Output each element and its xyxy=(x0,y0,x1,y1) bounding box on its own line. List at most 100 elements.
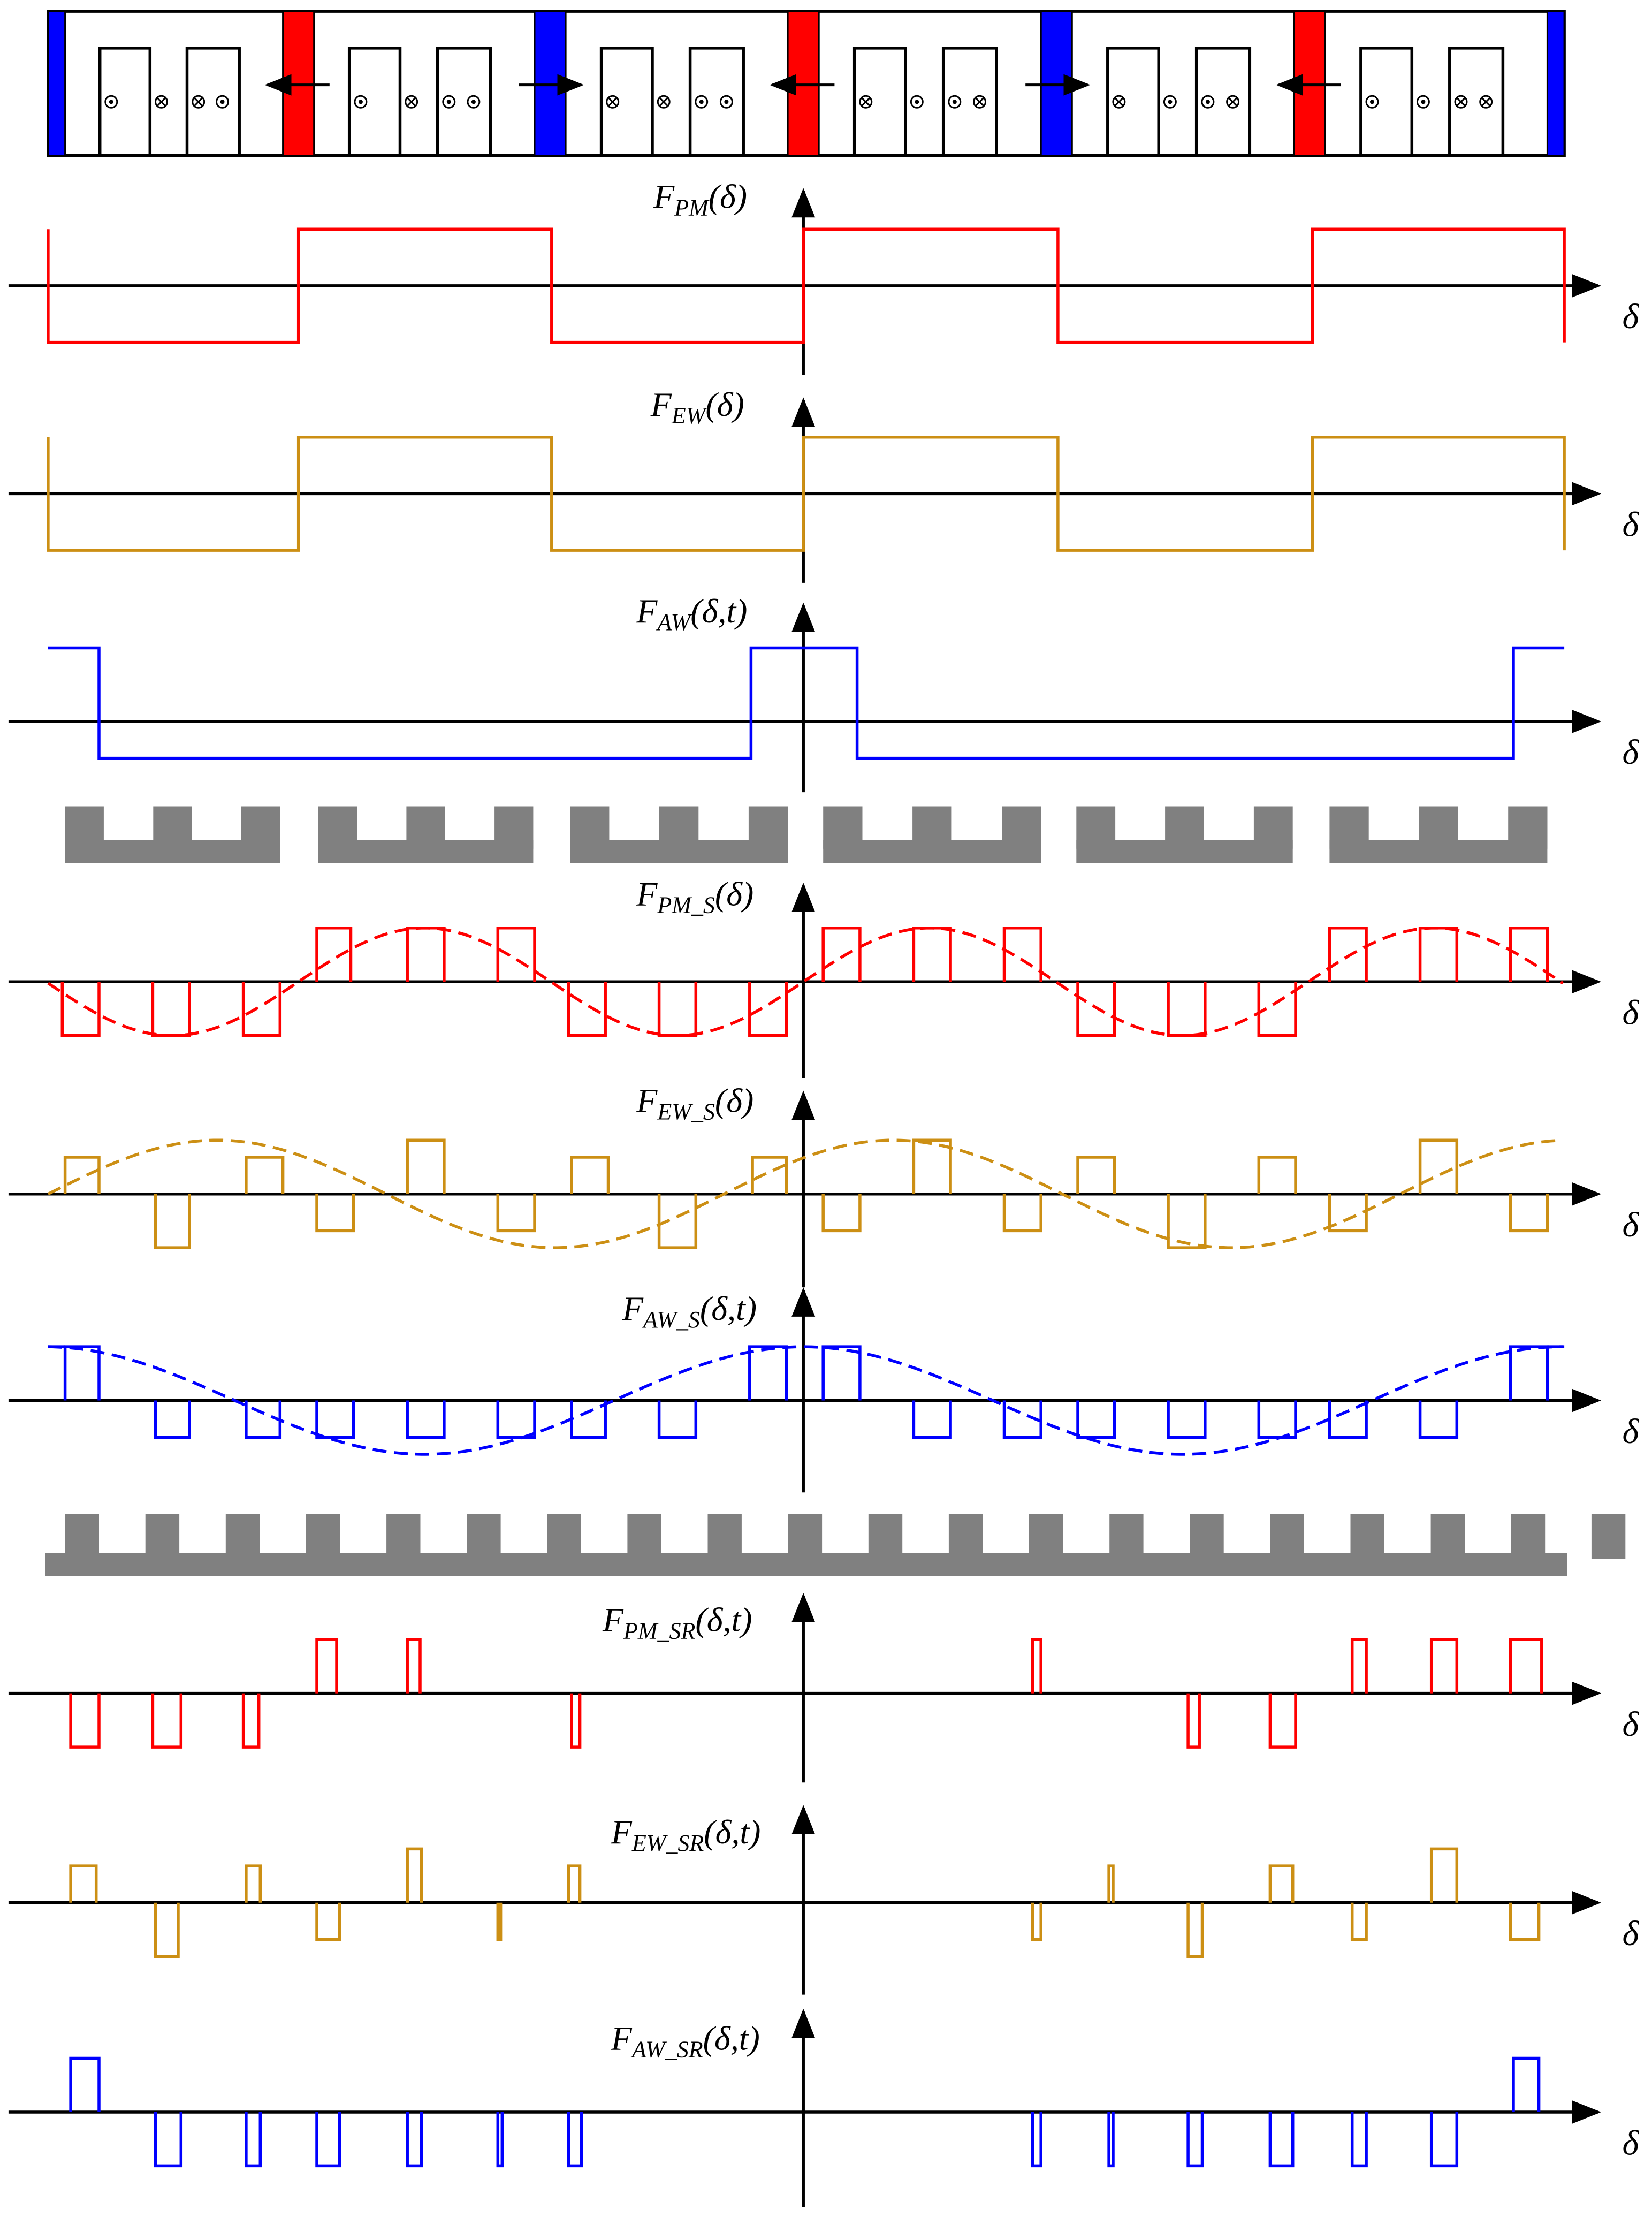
permeance-modulated-pulse xyxy=(63,1156,101,1194)
rotor-tooth xyxy=(707,1514,742,1559)
armature-pulse xyxy=(315,1400,355,1439)
armature-pulse xyxy=(1418,1400,1459,1439)
armature-pulse xyxy=(1167,1400,1207,1439)
stator-slot-outline xyxy=(566,47,788,157)
delta-axis-label: δ xyxy=(1623,1705,1640,1744)
permeance-modulated-pulse xyxy=(1167,982,1207,1037)
stator-tooth xyxy=(912,806,952,849)
armature-pulse xyxy=(1257,1400,1297,1439)
rotor-modulated-pulse xyxy=(1512,2056,1541,2112)
stator-tooth xyxy=(1165,806,1204,849)
stator-tooth xyxy=(1419,806,1458,849)
coil-cross-line xyxy=(193,96,204,108)
permanent-magnet xyxy=(282,10,315,157)
permeance-modulated-pulse xyxy=(315,927,353,982)
permanent-magnet xyxy=(47,10,66,157)
armature-pulse xyxy=(821,1345,862,1401)
permeance-modulated-pulse xyxy=(60,982,101,1037)
permeance-modulated-pulse xyxy=(406,927,446,982)
rotor-tooth xyxy=(386,1514,421,1559)
stator-tooth xyxy=(570,806,610,849)
rotor-modulated-pulse xyxy=(69,1864,98,1903)
permeance-modulated-pulse xyxy=(245,1156,285,1194)
coil-dot-center xyxy=(1205,100,1210,104)
rotor-tooth xyxy=(547,1514,581,1559)
permeance-modulated-pulse xyxy=(1076,982,1116,1037)
coil-dot-center xyxy=(446,100,451,104)
rotor-modulated-pulse xyxy=(1509,1638,1543,1694)
rotor-modulated-pulse xyxy=(1186,1693,1201,1749)
stator-slot-outline xyxy=(314,47,535,157)
coil-dot-center xyxy=(952,100,957,104)
rotor-tooth xyxy=(225,1514,260,1559)
rotor-modulated-pulse xyxy=(315,1638,338,1694)
rotor-modulated-pulse xyxy=(1031,2112,1042,2168)
permeance-modulated-pulse xyxy=(567,982,607,1037)
rotor-tooth xyxy=(1591,1514,1626,1559)
permanent-magnet xyxy=(1293,10,1326,157)
permeance-modulated-pulse xyxy=(1002,1194,1042,1233)
coil-cross-line xyxy=(861,96,871,108)
rotor-modulated-pulse xyxy=(315,1902,341,1941)
rotor-modulated-pulse xyxy=(69,2056,101,2112)
coil-cross-line xyxy=(1227,96,1238,108)
stator-tooth xyxy=(1508,806,1548,849)
rotor-modulated-pulse xyxy=(315,2112,341,2168)
rotor-modulated-pulse xyxy=(1031,1638,1042,1694)
coil-dot-center xyxy=(1168,100,1173,104)
fundamental-dashed xyxy=(47,1138,1563,1249)
coil-dot-center xyxy=(724,100,729,104)
permeance-modulated-pulse xyxy=(1418,1138,1459,1194)
permeance-modulated-pulse xyxy=(657,982,698,1037)
panel-label: FEW(δ) xyxy=(650,385,744,429)
armature-pulse xyxy=(657,1400,698,1439)
stator-slot-outline xyxy=(1325,47,1548,157)
permanent-magnet xyxy=(787,10,820,157)
fundamental-dashed xyxy=(48,1345,1563,1456)
rotor-tooth xyxy=(1190,1514,1224,1559)
rotor-modulated-pulse xyxy=(1350,1638,1368,1694)
coil-cross-line xyxy=(607,96,618,108)
coil-dot-center xyxy=(1370,100,1374,104)
panel-label: FEW_SR(δ,t) xyxy=(611,1813,761,1856)
delta-axis-label: δ xyxy=(1623,733,1640,772)
stator-tooth xyxy=(1076,806,1116,849)
panel-label: FAW_SR(δ,t) xyxy=(611,2019,760,2063)
rotor-tooth xyxy=(868,1514,903,1559)
rotor-modulated-pulse xyxy=(406,1847,423,1903)
permeance-modulated-pulse xyxy=(151,982,191,1037)
stator-tooth xyxy=(65,806,104,849)
armature-pulse xyxy=(154,1400,191,1439)
rotor-modulated-pulse xyxy=(1186,2112,1204,2168)
permeance-modulated-pulse xyxy=(912,927,952,982)
rotor-modulated-pulse xyxy=(151,1693,183,1749)
rotor-tooth xyxy=(1270,1514,1304,1559)
coil-cross-line xyxy=(406,96,417,108)
panel-label: FPM(δ) xyxy=(653,178,747,221)
fundamental-dashed xyxy=(47,927,1564,1037)
permeance-modulated-pulse xyxy=(821,1194,862,1233)
permeance-modulated-pulse xyxy=(1167,1194,1207,1249)
rotor-tooth xyxy=(627,1514,661,1559)
mmf-square-wave xyxy=(48,646,1565,760)
rotor-modulated-pulse xyxy=(1429,1847,1459,1903)
rotor-tooth xyxy=(467,1514,501,1559)
rotor-modulated-pulse xyxy=(406,2112,423,2168)
permeance-modulated-pulse xyxy=(1076,1156,1116,1194)
mmf-square-wave xyxy=(47,435,1566,552)
rotor-tooth xyxy=(65,1514,99,1559)
armature-pulse xyxy=(1002,1400,1042,1439)
stator-tooth xyxy=(494,806,534,849)
rotor-tooth xyxy=(1109,1514,1144,1559)
permeance-modulated-pulse xyxy=(1257,1156,1297,1194)
armature-pulse xyxy=(63,1345,101,1401)
permanent-magnet xyxy=(1040,10,1073,157)
coil-dot-center xyxy=(699,100,704,104)
permeance-modulated-pulse xyxy=(496,927,536,982)
coil-dot-center xyxy=(109,100,113,104)
rotor-modulated-pulse xyxy=(245,1864,262,1903)
permanent-magnet xyxy=(1546,10,1565,157)
